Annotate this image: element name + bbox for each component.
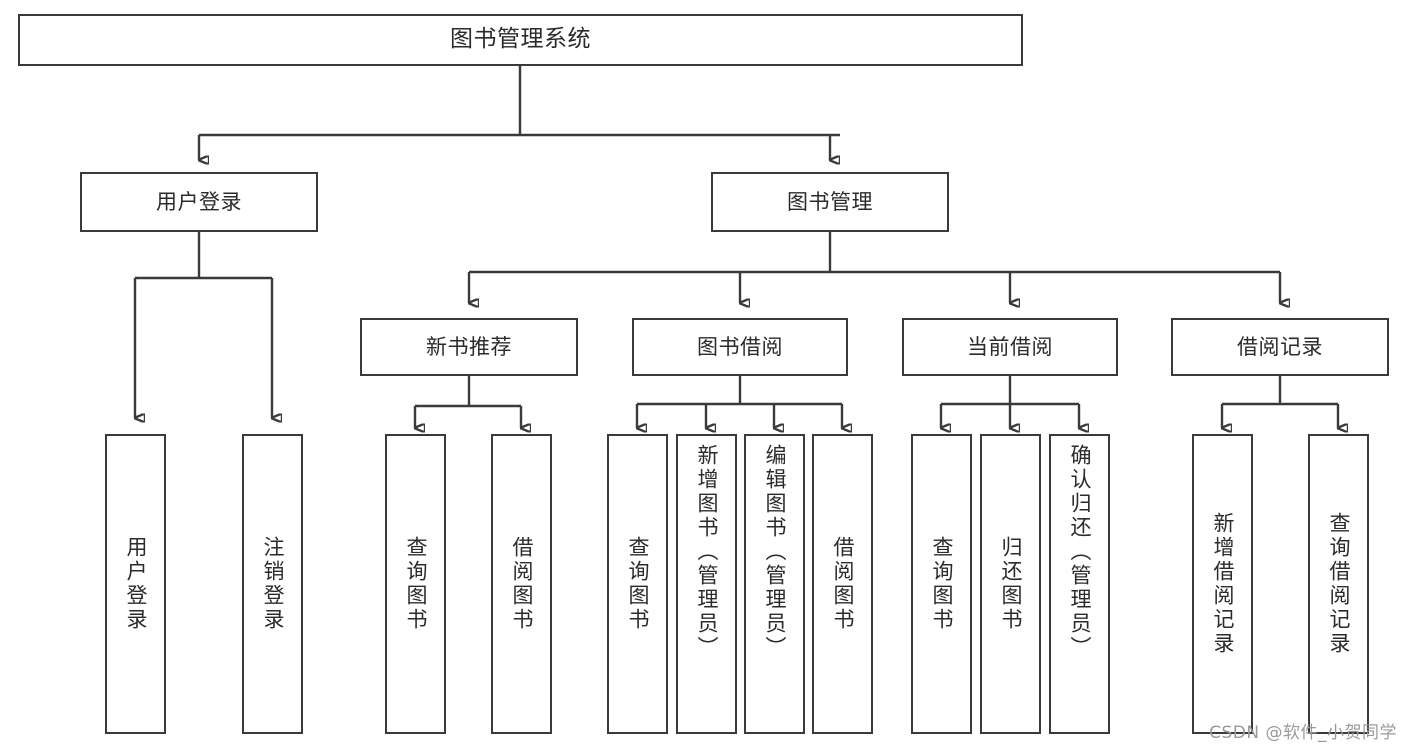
node-user-login[interactable]: 用户登录	[80, 172, 318, 232]
node-leaf-confirm-return[interactable]: 确认归还（管理员）	[1049, 434, 1110, 734]
node-book-management[interactable]: 图书管理	[711, 172, 949, 232]
node-leaf-user-login-label: 用户登录	[124, 536, 148, 632]
node-new-book-recommend-label: 新书推荐	[426, 334, 512, 359]
node-book-borrow[interactable]: 图书借阅	[632, 318, 848, 376]
node-user-login-label: 用户登录	[156, 189, 242, 214]
node-leaf-edit-book-label: 编辑图书（管理员）	[763, 444, 787, 660]
node-leaf-edit-book[interactable]: 编辑图书（管理员）	[744, 434, 805, 734]
node-new-book-recommend[interactable]: 新书推荐	[360, 318, 578, 376]
node-leaf-borrow-book-2-label: 借阅图书	[831, 536, 855, 632]
node-leaf-add-book[interactable]: 新增图书（管理员）	[676, 434, 737, 734]
node-leaf-query-book-3[interactable]: 查询图书	[911, 434, 972, 734]
node-leaf-logout-login-label: 注销登录	[261, 536, 285, 632]
node-current-borrow-label: 当前借阅	[967, 334, 1053, 359]
node-leaf-query-book-2[interactable]: 查询图书	[607, 434, 668, 734]
node-root-label: 图书管理系统	[450, 26, 591, 53]
node-book-borrow-label: 图书借阅	[697, 334, 783, 359]
node-leaf-add-borrow-record[interactable]: 新增借阅记录	[1192, 434, 1253, 734]
node-leaf-add-borrow-record-label: 新增借阅记录	[1211, 512, 1235, 656]
node-leaf-confirm-return-label: 确认归还（管理员）	[1068, 444, 1092, 660]
node-book-management-label: 图书管理	[787, 189, 873, 214]
node-borrow-record[interactable]: 借阅记录	[1171, 318, 1389, 376]
node-leaf-query-borrow-record-label: 查询借阅记录	[1327, 512, 1351, 656]
node-leaf-query-book-3-label: 查询图书	[930, 536, 954, 632]
node-borrow-record-label: 借阅记录	[1237, 334, 1323, 359]
node-leaf-query-book-2-label: 查询图书	[626, 536, 650, 632]
node-leaf-borrow-book-1[interactable]: 借阅图书	[491, 434, 552, 734]
node-leaf-logout-login[interactable]: 注销登录	[242, 434, 303, 734]
node-leaf-user-login[interactable]: 用户登录	[105, 434, 166, 734]
node-leaf-query-borrow-record[interactable]: 查询借阅记录	[1308, 434, 1369, 734]
node-leaf-borrow-book-2[interactable]: 借阅图书	[812, 434, 873, 734]
node-leaf-return-book[interactable]: 归还图书	[980, 434, 1041, 734]
watermark-text: CSDN @软件_小贺同学	[1209, 723, 1397, 743]
node-leaf-query-book-1-label: 查询图书	[404, 536, 428, 632]
node-root[interactable]: 图书管理系统	[18, 14, 1023, 66]
node-leaf-return-book-label: 归还图书	[999, 536, 1023, 632]
node-leaf-add-book-label: 新增图书（管理员）	[695, 444, 719, 660]
node-leaf-borrow-book-1-label: 借阅图书	[510, 536, 534, 632]
node-leaf-query-book-1[interactable]: 查询图书	[385, 434, 446, 734]
node-current-borrow[interactable]: 当前借阅	[902, 318, 1118, 376]
